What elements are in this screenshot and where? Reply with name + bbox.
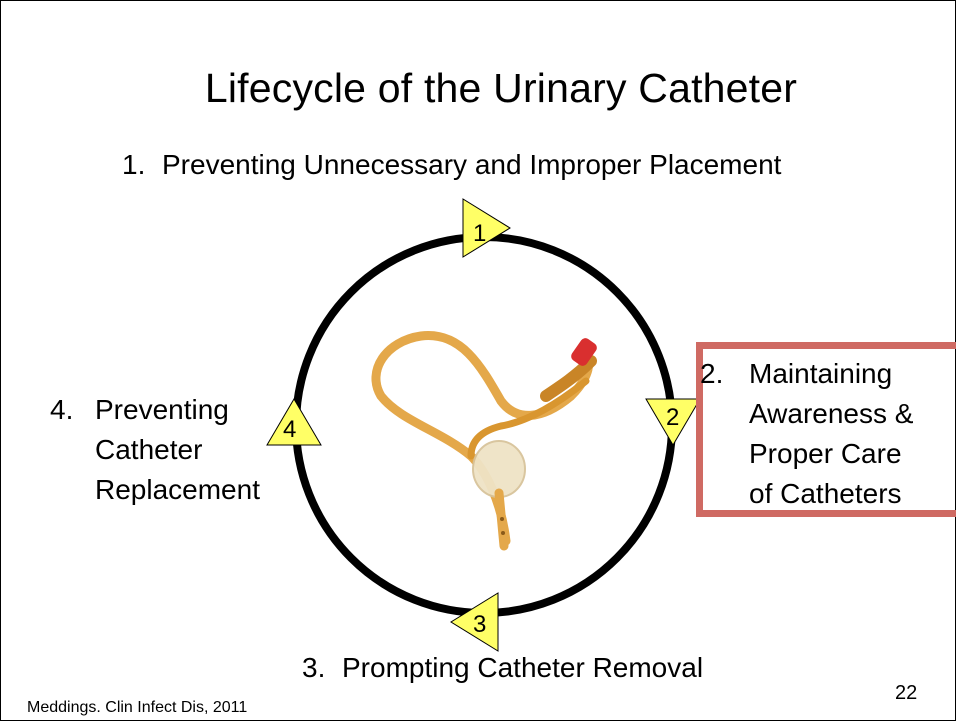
step-4-label: 4. Preventing Catheter Replacement xyxy=(50,393,310,513)
step-4-line-1: Preventing xyxy=(95,393,229,426)
step-3-number: 3. xyxy=(302,651,342,684)
citation: Meddings. Clin Infect Dis, 2011 xyxy=(27,698,247,718)
step-2-line-2: Awareness & xyxy=(749,397,913,430)
page-number: 22 xyxy=(895,681,917,705)
cycle-ring xyxy=(296,237,672,613)
step-2-number: 2. xyxy=(700,357,723,390)
step-2-label: 2. Maintaining Awareness & Proper Care o… xyxy=(700,357,956,517)
step-4-line-3: Replacement xyxy=(95,473,260,506)
step-4-number: 4. xyxy=(50,393,73,426)
step-3-text: Prompting Catheter Removal xyxy=(342,652,703,683)
step-2-line-1: Maintaining xyxy=(749,357,892,390)
marker-2-number: 2 xyxy=(666,404,679,431)
marker-3-number: 3 xyxy=(473,611,486,638)
marker-1-number: 1 xyxy=(473,220,486,247)
step-4-line-2: Catheter xyxy=(95,433,202,466)
step-2-line-4: of Catheters xyxy=(749,477,902,510)
triangle-arrow-icon: 2 xyxy=(646,399,700,445)
step-2-line-3: Proper Care xyxy=(749,437,902,470)
foley-catheter-illustration xyxy=(376,336,599,546)
step-3-label: 3.Prompting Catheter Removal xyxy=(302,651,703,684)
triangle-arrow-icon: 1 xyxy=(463,199,510,257)
triangle-arrow-icon: 3 xyxy=(451,593,498,651)
